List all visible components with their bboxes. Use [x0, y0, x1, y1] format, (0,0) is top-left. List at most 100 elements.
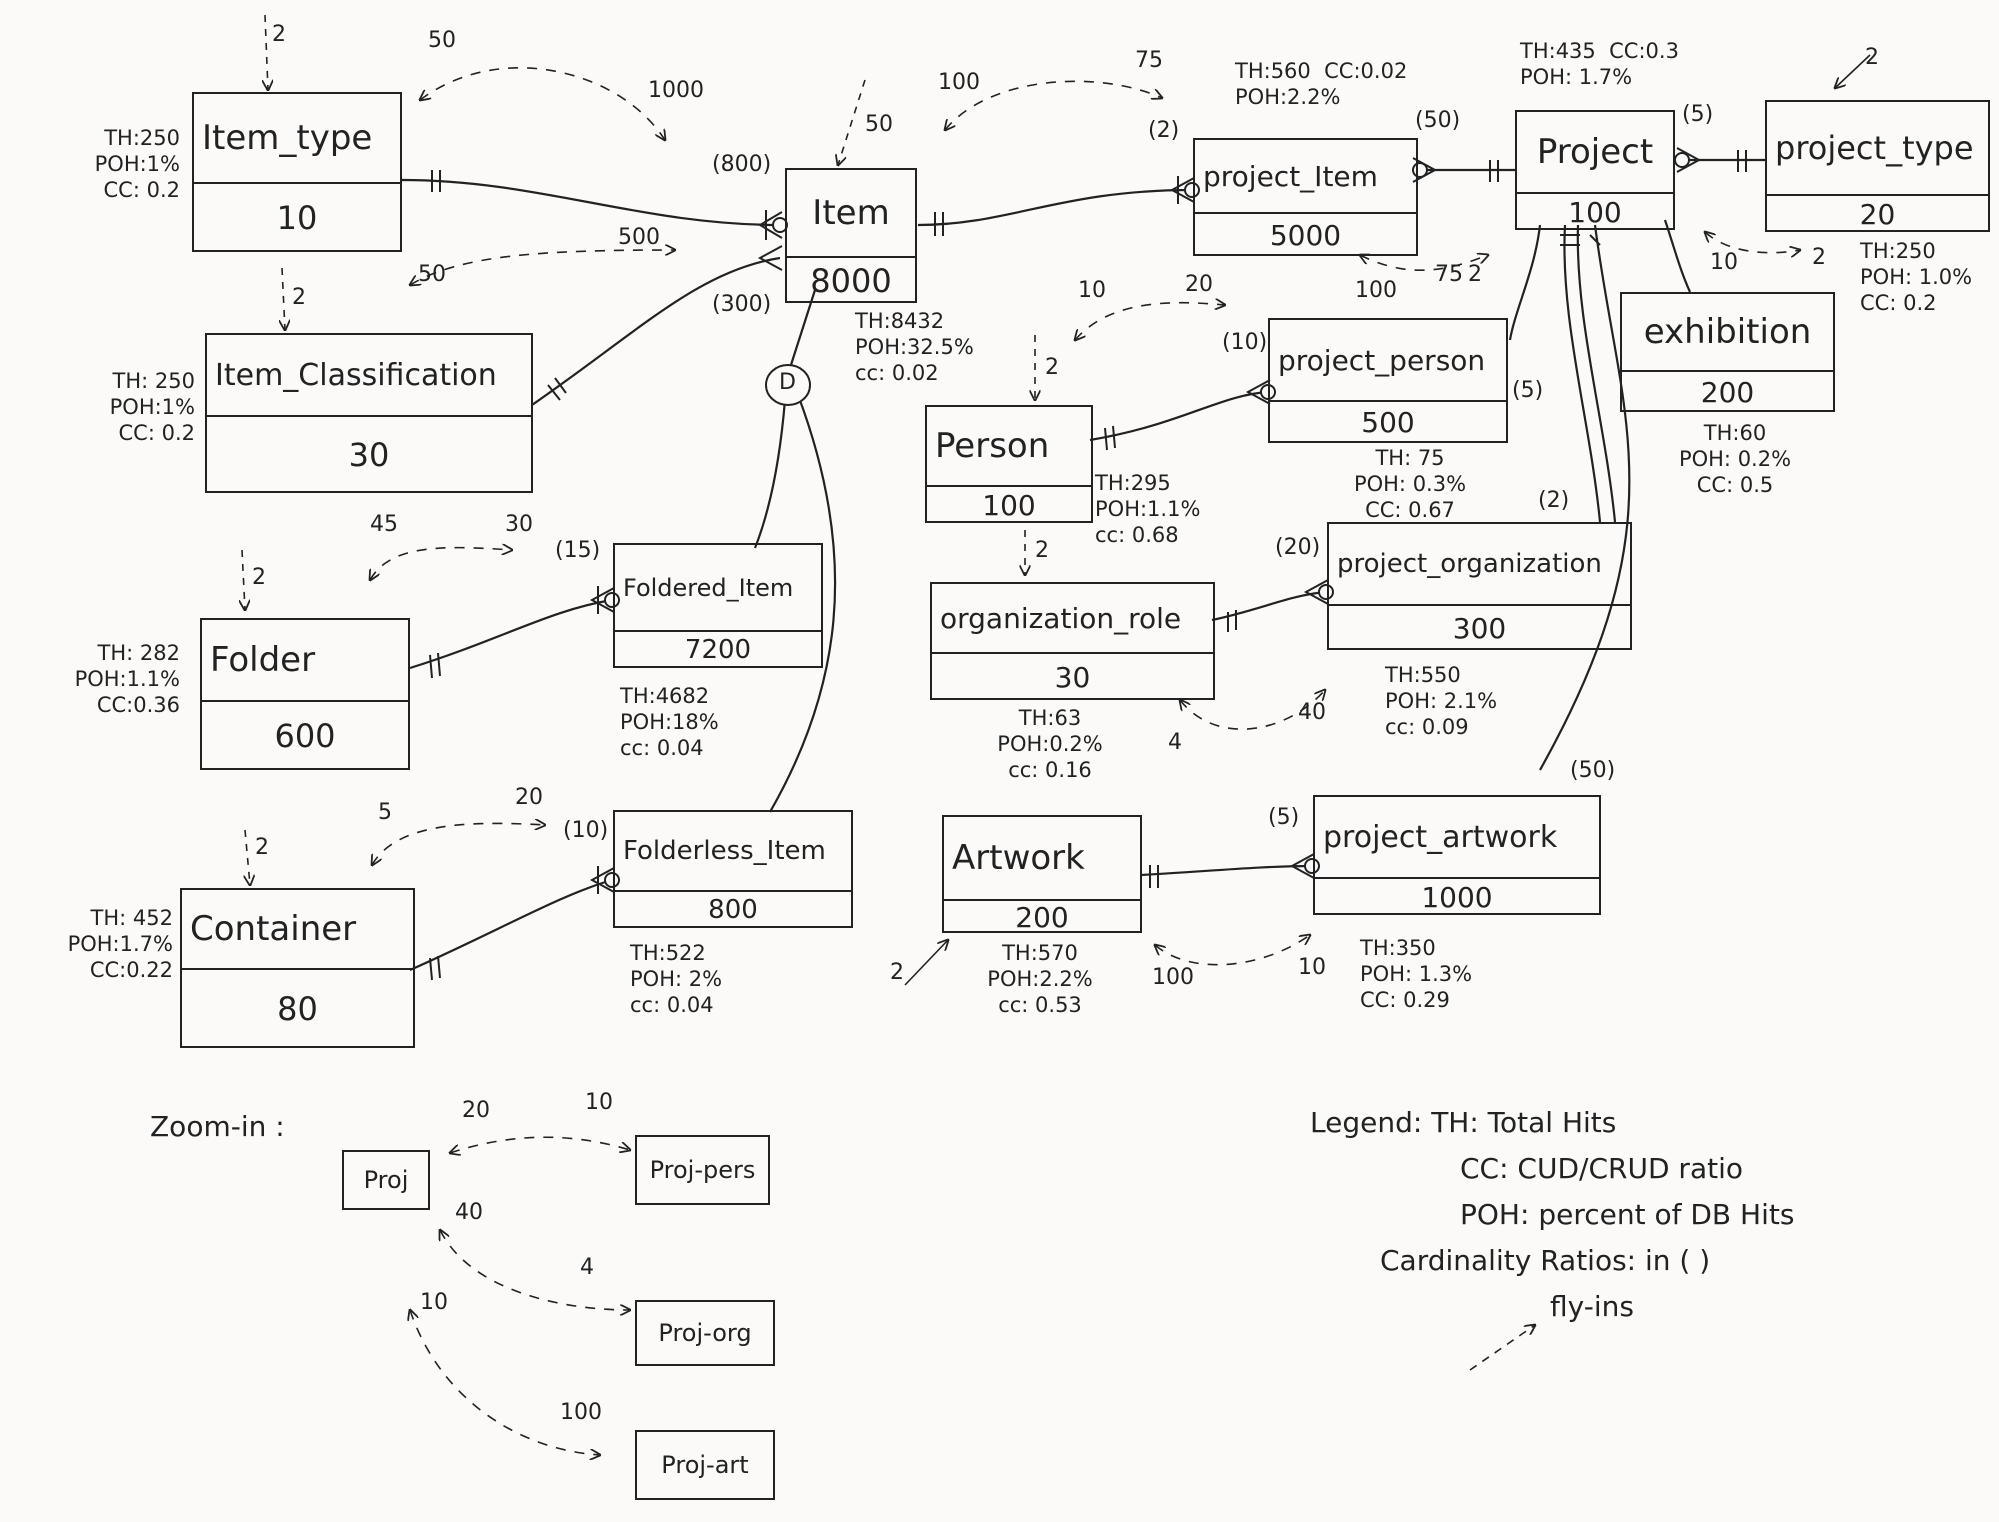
fly-in-label: 20 [515, 785, 543, 810]
rel-project-projorg [1563, 224, 1602, 523]
fly-in-label: 75 [1435, 262, 1463, 287]
entity-name: Item_Classification [207, 335, 531, 417]
fly-in-label: 5 [378, 800, 392, 825]
fly-in-label: 50 [418, 262, 446, 287]
entity-project-item[interactable]: project_Item 5000 [1193, 138, 1418, 256]
fly-in-label: 1000 [648, 78, 704, 103]
entity-person[interactable]: Person 100 [925, 405, 1093, 523]
entity-name: Person [927, 407, 1091, 487]
legend-line: CC: CUD/CRUD ratio [1460, 1152, 1743, 1185]
label: 2 [292, 285, 306, 310]
entity-project-organization[interactable]: project_organization 300 [1327, 522, 1632, 650]
fly-in-label: 2 [1812, 245, 1826, 270]
entity-organization-role[interactable]: organization_role 30 [930, 582, 1215, 700]
fly-in-label: 75 [1135, 48, 1163, 73]
fly-in-label: 500 [618, 225, 660, 250]
cardinality-label: (800) [712, 152, 772, 177]
entity-name: Proj-art [661, 1451, 749, 1479]
rel-project-projart [1539, 224, 1631, 771]
entity-name: exhibition [1622, 294, 1833, 372]
fly-in-label: 40 [1298, 700, 1326, 725]
fly-in-label: 10 [1298, 955, 1326, 980]
cardinality-label: (15) [555, 538, 601, 563]
entity-foldered-item[interactable]: Foldered_Item 7200 [613, 543, 823, 668]
entity-count: 30 [1054, 660, 1091, 694]
zoom-proj-org[interactable]: Proj-org [635, 1300, 775, 1366]
fly-in-label: 20 [1185, 272, 1213, 297]
fly-in-label: 100 [1152, 965, 1194, 990]
entity-project[interactable]: Project 100 [1515, 110, 1675, 230]
entity-name: Artwork [944, 817, 1140, 901]
entity-count: 8000 [810, 261, 892, 300]
disjoint-circle [765, 364, 811, 406]
entity-name: Proj-pers [649, 1156, 756, 1184]
entity-name: Project [1517, 112, 1673, 194]
entity-name: Item_type [194, 94, 400, 184]
entity-name: Item [787, 170, 915, 258]
entity-name: Proj [363, 1166, 409, 1194]
label: 2 [255, 835, 269, 860]
cardinality-label: (2) [1148, 118, 1180, 143]
entity-count: 5000 [1269, 218, 1342, 252]
legend-line: fly-ins [1550, 1290, 1634, 1323]
fly-in-label: 50 [428, 28, 456, 53]
stats-project-item: TH:560 CC:0.02 POH:2.2% [1235, 59, 1408, 109]
entity-count: 800 [708, 895, 758, 925]
entity-item-classification[interactable]: Item_Classification 30 [205, 333, 533, 493]
stats-project: TH:435 CC:0.3 POH: 1.7% [1520, 39, 1679, 89]
rel-folder-foldered [409, 598, 613, 670]
entity-count: 200 [1015, 900, 1069, 934]
cardinality-label: (2) [1538, 488, 1570, 513]
label: 2 [252, 565, 266, 590]
zoom-proj-art[interactable]: Proj-art [635, 1430, 775, 1500]
entity-project-type[interactable]: project_type 20 [1765, 100, 1990, 232]
entity-item-type[interactable]: Item_type 10 [192, 92, 402, 252]
entity-name: Folderless_Item [615, 812, 851, 892]
entity-folder[interactable]: Folder 600 [200, 618, 410, 770]
entity-exhibition[interactable]: exhibition 200 [1620, 292, 1835, 412]
rel-orgrole-projorg [1211, 590, 1327, 622]
entity-project-person[interactable]: project_person 500 [1268, 318, 1508, 443]
rel-container-folderless [409, 878, 613, 972]
entity-count: 7200 [684, 635, 752, 665]
entity-project-artwork[interactable]: project_artwork 1000 [1313, 795, 1601, 915]
label: 50 [865, 112, 893, 137]
rel-d-folderless [769, 394, 837, 813]
zoom-label: 40 [455, 1200, 483, 1225]
entity-name: Proj-org [658, 1319, 752, 1347]
entity-count: 600 [274, 717, 336, 755]
entity-container[interactable]: Container 80 [180, 888, 415, 1048]
entity-name: project_type [1767, 102, 1988, 196]
rel-itemclass-item [531, 256, 781, 406]
entity-count: 100 [982, 488, 1036, 522]
entity-item[interactable]: Item 8000 [785, 168, 917, 303]
cardinality-label: (10) [563, 818, 609, 843]
label: 2 [890, 960, 904, 985]
label: 2 [272, 22, 286, 47]
entity-count: 80 [277, 990, 318, 1028]
zoom-proj-pers[interactable]: Proj-pers [635, 1135, 770, 1205]
entity-count: 100 [1568, 195, 1622, 229]
entity-artwork[interactable]: Artwork 200 [942, 815, 1142, 934]
entity-folderless-item[interactable]: Folderless_Item 800 [613, 810, 853, 928]
label: 2 [1045, 355, 1059, 380]
cardinality-label: (300) [712, 292, 772, 317]
fly-in-label: 10 [1710, 250, 1738, 275]
cardinality-label: (50) [1570, 758, 1616, 783]
rel-artwork-projart [1139, 864, 1313, 877]
zoom-label: 20 [462, 1098, 490, 1123]
disjoint-label: D [779, 370, 796, 395]
rel-item-projitem [917, 188, 1193, 227]
zoom-proj[interactable]: Proj [342, 1150, 430, 1210]
entity-count: 500 [1361, 406, 1415, 439]
